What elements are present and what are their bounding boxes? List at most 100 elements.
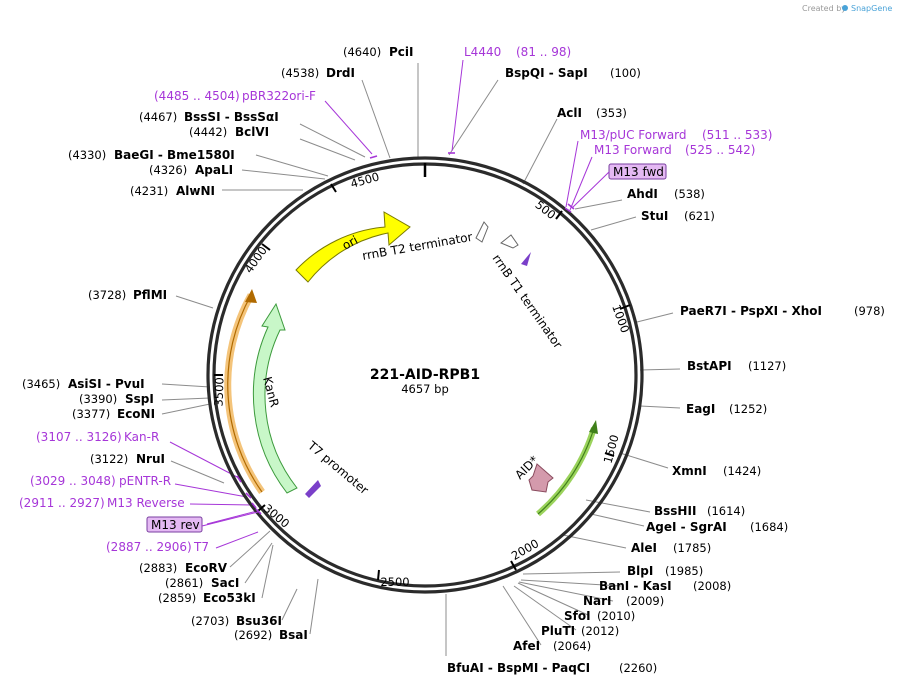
primer-marks [236, 152, 575, 515]
site-pos: (4467) [139, 110, 177, 124]
primer-name: T7 [193, 540, 209, 554]
site-name: ApaLI [195, 163, 233, 177]
tick-label-4000: 4000 [242, 244, 270, 276]
site-pos: (3465) [22, 377, 60, 391]
m13-fwd-leader [571, 171, 610, 209]
site-name: BfuAI - BspMI - PaqCI [447, 661, 590, 675]
site-pos: (2260) [619, 661, 657, 675]
aid-arrow [528, 463, 554, 493]
site-pos: (4330) [68, 148, 106, 162]
tick-label-3500: 3500 [211, 377, 226, 407]
site-name: AhdI [627, 187, 658, 201]
site-name: DrdI [326, 66, 355, 80]
site-pos: (4231) [130, 184, 168, 198]
site-pos: (2012) [581, 624, 619, 638]
site-pos: (621) [684, 209, 715, 223]
site-pos: (2008) [693, 579, 731, 593]
site-pos: (538) [674, 187, 705, 201]
m13-rev-tag [146, 516, 203, 533]
site-name: AgeI - SgrAI [646, 520, 727, 534]
primer-range: (2887 .. 2906) [106, 540, 192, 554]
m13-fwd-label: M13 fwd [613, 165, 664, 179]
site-pos: (978) [854, 304, 885, 318]
tick-label-4500: 4500 [349, 169, 381, 191]
site-pos: (2009) [626, 594, 664, 608]
site-name: BclVI [235, 125, 269, 139]
m13-rev-leader [201, 511, 259, 527]
site-name: BssSI - BssSαI [184, 110, 279, 124]
site-pos: (4442) [189, 125, 227, 139]
site-name: BspQI - SapI [505, 66, 588, 80]
primer-range: (511 .. 533) [702, 128, 772, 142]
rrnb-t2-terminator-icon [475, 221, 489, 243]
site-name: AsiSI - PvuI [68, 377, 145, 391]
primer-range: (4485 .. 4504) [154, 89, 240, 103]
site-pos: (3377) [72, 407, 110, 421]
site-name: PciI [389, 45, 414, 59]
snapgene-logo-icon [842, 5, 848, 11]
leader-lines [161, 63, 681, 656]
site-pos: (4326) [149, 163, 187, 177]
aid-orf-band [536, 427, 597, 517]
backbone-circle-outer [206, 156, 644, 594]
m13-rev-label: M13 rev [151, 518, 200, 532]
site-pos: (3390) [79, 392, 117, 406]
site-pos: (2859) [158, 591, 196, 605]
site-pos: (1985) [665, 564, 703, 578]
site-name: AlwNI [176, 184, 215, 198]
primer-name: pBR322ori-F [242, 89, 316, 103]
site-name: SspI [125, 392, 154, 406]
site-pos: (353) [596, 106, 627, 120]
site-name: AleI [631, 541, 657, 555]
site-name: BsaI [279, 628, 308, 642]
primer-range: (3107 .. 3126) [36, 430, 122, 444]
primer-leader-lines [169, 59, 593, 549]
m13-fwd-tag [608, 163, 667, 180]
primer-name: M13/pUC Forward [580, 128, 687, 142]
rrnb-t1-promoter-icon [521, 252, 531, 266]
rrnb-t1-label: rrnB T1 terminator [490, 252, 566, 352]
site-name: Eco53kI [203, 591, 256, 605]
site-pos: (3122) [90, 452, 128, 466]
site-pos: (2883) [139, 561, 177, 575]
ori-label: ori [340, 233, 360, 253]
primer-name: M13 Reverse [107, 496, 185, 510]
site-name: EcoNI [117, 407, 155, 421]
rrnb-t1-terminator-icon [500, 234, 519, 249]
site-pos: (1785) [673, 541, 711, 555]
site-pos: (2010) [597, 609, 635, 623]
site-name: NruI [136, 452, 165, 466]
tick-label-2000: 2000 [509, 536, 541, 563]
t7-promoter-icon [305, 480, 321, 498]
credit-prefix: Created by [802, 4, 846, 13]
site-pos: (2861) [165, 576, 203, 590]
site-name: EagI [686, 402, 715, 416]
site-pos: (3728) [88, 288, 126, 302]
site-name: AclI [557, 106, 582, 120]
site-name: Bsu36I [236, 614, 282, 628]
major-ticks [214, 183, 631, 581]
ori-arrow [295, 211, 411, 283]
primer-range: (2911 .. 2927) [19, 496, 105, 510]
site-name: NarI [583, 594, 612, 608]
primer-name: L4440 [464, 45, 501, 59]
tick-label-2500: 2500 [380, 575, 409, 589]
site-pos: (100) [610, 66, 641, 80]
site-pos: (2064) [553, 639, 591, 653]
primer-name: pENTR-R [119, 474, 171, 488]
site-name: PluTI [541, 624, 575, 638]
site-name: StuI [641, 209, 668, 223]
kanr-arrow [252, 302, 298, 494]
plasmid-length: 4657 bp [401, 382, 449, 396]
site-pos: (1127) [748, 359, 786, 373]
site-pos: (1614) [707, 504, 745, 518]
site-name: BanI - KasI [599, 579, 672, 593]
tick-label-1000: 1000 [609, 302, 632, 334]
primer-name: M13 Forward [594, 143, 672, 157]
site-name: BstAPI [687, 359, 732, 373]
site-pos: (2703) [191, 614, 229, 628]
site-name: PflMI [133, 288, 167, 302]
site-name: BlpI [627, 564, 653, 578]
site-name: AfeI [513, 639, 540, 653]
